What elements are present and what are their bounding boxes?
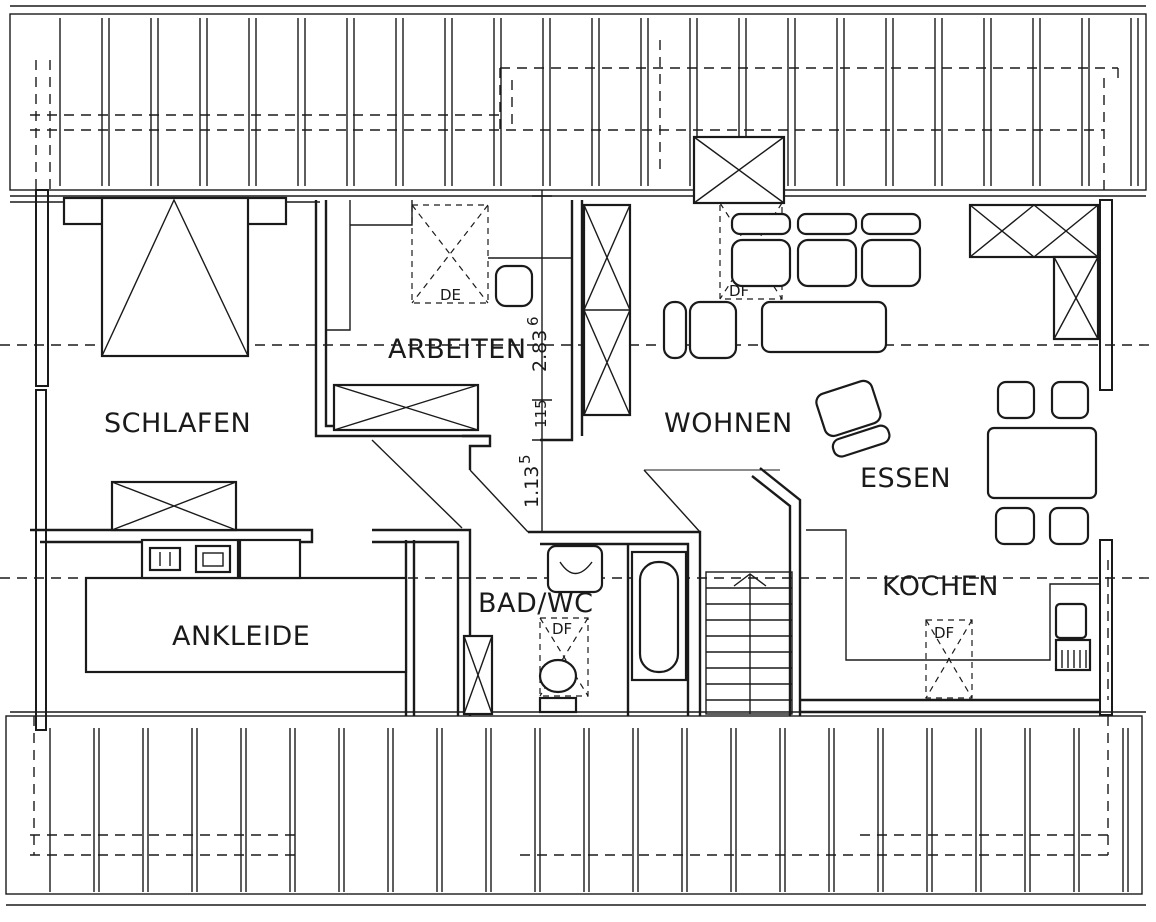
arbeiten-details <box>326 200 572 331</box>
shelf-bad <box>462 634 494 716</box>
dimension-height-middle: 115 <box>532 399 550 428</box>
shelf-arbeiten-right <box>582 203 632 417</box>
ankleide-wardrobe <box>84 538 408 674</box>
dashed-guides <box>0 40 1156 856</box>
dimension-height-lower: 1.13 <box>521 466 543 508</box>
room-label-ankleide: ANKLEIDE <box>172 621 310 652</box>
annotation-dachfenster-wohnen: DF <box>729 282 749 300</box>
annotation-dachfenster-kochen: DF <box>934 624 954 642</box>
room-label-wohnen: WOHNEN <box>664 408 793 439</box>
bad-fixtures <box>538 544 688 714</box>
room-label-bad-wc: BAD/WC <box>478 588 593 619</box>
door-swings <box>371 439 780 533</box>
dimension-height-upper: 2.83 <box>529 330 551 372</box>
stairs <box>705 571 793 715</box>
room-label-arbeiten: ARBEITEN <box>388 334 527 365</box>
essen-table <box>986 380 1098 546</box>
wohnen-sofa <box>662 202 922 458</box>
roof-window-arbeiten <box>332 383 480 432</box>
annotation-dachfenster-arbeiten: DE <box>440 286 461 304</box>
dimension-height-upper-sup: 6 <box>524 316 542 326</box>
bed-schlafen <box>62 196 288 358</box>
roof-window-right <box>968 203 1100 341</box>
room-label-schlafen: SCHLAFEN <box>104 408 251 439</box>
roof-window-top <box>692 135 786 205</box>
roof-window-schlafen <box>110 480 238 532</box>
room-label-kochen: KOCHEN <box>882 571 999 602</box>
roof-bottom <box>5 715 1146 906</box>
roof-windows <box>110 135 1100 716</box>
dimension-height-lower-sup: 5 <box>516 454 534 464</box>
annotation-dachfenster-bad: DF <box>552 620 572 638</box>
room-label-essen: ESSEN <box>860 463 951 494</box>
kitchen-counter <box>806 529 1100 699</box>
roof-top <box>9 5 1147 191</box>
armchair <box>815 379 891 458</box>
dimension-lines <box>532 190 552 532</box>
